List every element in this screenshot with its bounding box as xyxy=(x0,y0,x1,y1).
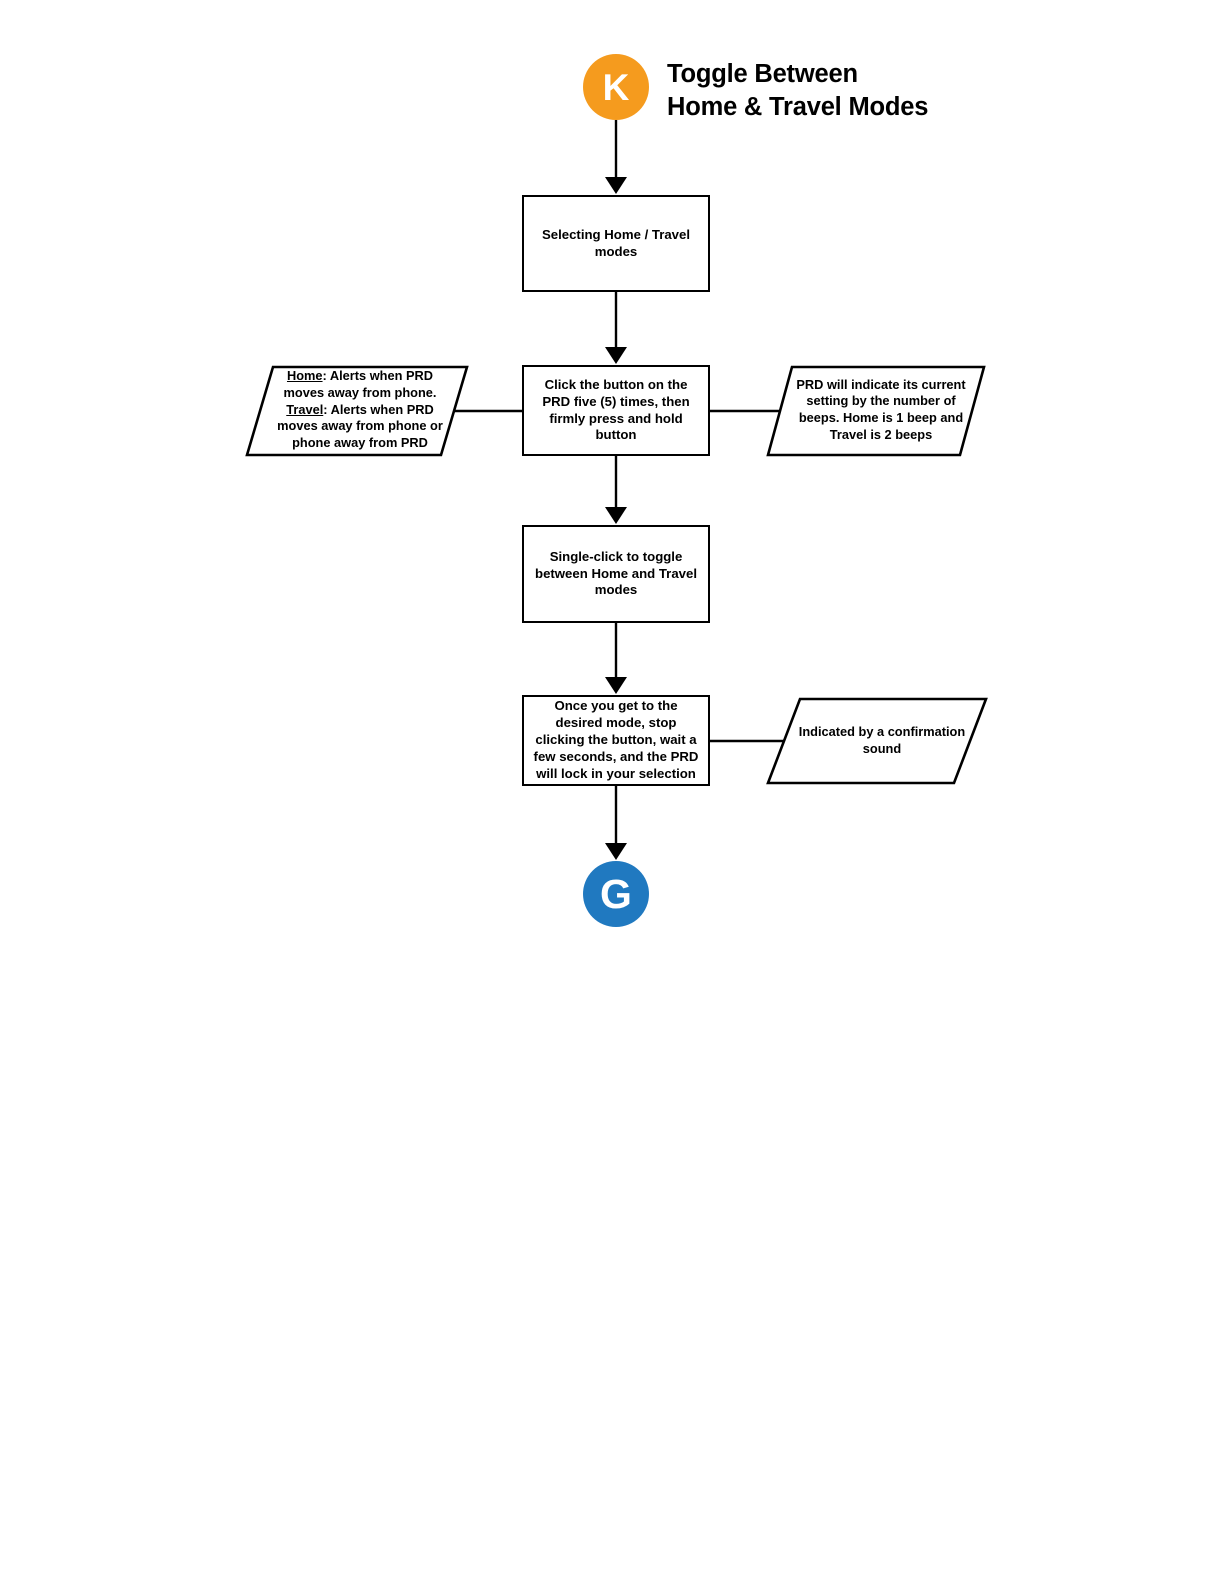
arrowhead-end xyxy=(605,843,627,860)
arrowhead-click-five xyxy=(605,347,627,364)
process-box-single-click-toggle-label: Single-click to toggle between Home and … xyxy=(535,548,697,598)
arrowhead-lock-in xyxy=(605,677,627,694)
annotation-confirmation-sound-text: Indicated by a confirmation sound xyxy=(798,724,966,756)
annotation-travel-text: : Alerts when PRD moves away from phone … xyxy=(277,401,443,450)
process-box-click-five-times[interactable]: Click the button on the PRD five (5) tim… xyxy=(522,365,710,456)
end-terminator-label: G xyxy=(600,870,632,917)
process-box-selecting-modes-label: Selecting Home / Travel modes xyxy=(541,226,691,259)
home-underline: Home xyxy=(286,368,323,384)
page-title-line-1: Toggle Between xyxy=(667,60,858,88)
process-box-click-five-times-label: Click the button on the PRD five (5) tim… xyxy=(542,376,690,443)
annotation-home-travel-definitions-text: Home: Alerts when PRD moves away from ph… xyxy=(245,365,469,457)
parallelogram-shape xyxy=(766,365,986,457)
annotation-travel-label: Travel xyxy=(286,402,323,417)
process-box-single-click-toggle[interactable]: Single-click to toggle between Home and … xyxy=(522,525,710,623)
annotation-confirmation-sound[interactable]: Indicated by a confirmation sound xyxy=(766,697,988,785)
page-title-line-2: Home & Travel Modes xyxy=(667,92,929,121)
process-box-lock-in-selection-label: Once you get to the desired mode, stop c… xyxy=(533,698,699,781)
parallelogram-shape xyxy=(245,365,469,457)
annotation-beep-indicator-text: PRD will indicate its current setting by… xyxy=(796,376,966,442)
annotation-beep-indicator[interactable]: PRD will indicate its current setting by… xyxy=(766,365,986,457)
process-box-lock-in-selection[interactable]: Once you get to the desired mode, stop c… xyxy=(522,695,710,786)
end-terminator-g[interactable]: G xyxy=(583,861,649,927)
annotation-home-travel-definitions[interactable]: Home: Alerts when PRD moves away from ph… xyxy=(245,365,469,457)
process-box-selecting-modes[interactable]: Selecting Home / Travel modes xyxy=(522,195,710,292)
annotation-home-text: : Alerts when PRD moves away from phone. xyxy=(283,368,437,401)
start-terminator-label: K xyxy=(602,66,630,108)
annotation-home-label: Home xyxy=(287,368,323,383)
arrowhead-single-click xyxy=(605,507,627,524)
arrowhead-selecting xyxy=(605,177,627,194)
parallelogram-shape xyxy=(766,697,988,785)
travel-underline: Travel xyxy=(286,401,324,417)
start-terminator-k[interactable]: K xyxy=(583,54,649,120)
page-title: Toggle Between Home & Travel Modes xyxy=(667,58,1087,123)
